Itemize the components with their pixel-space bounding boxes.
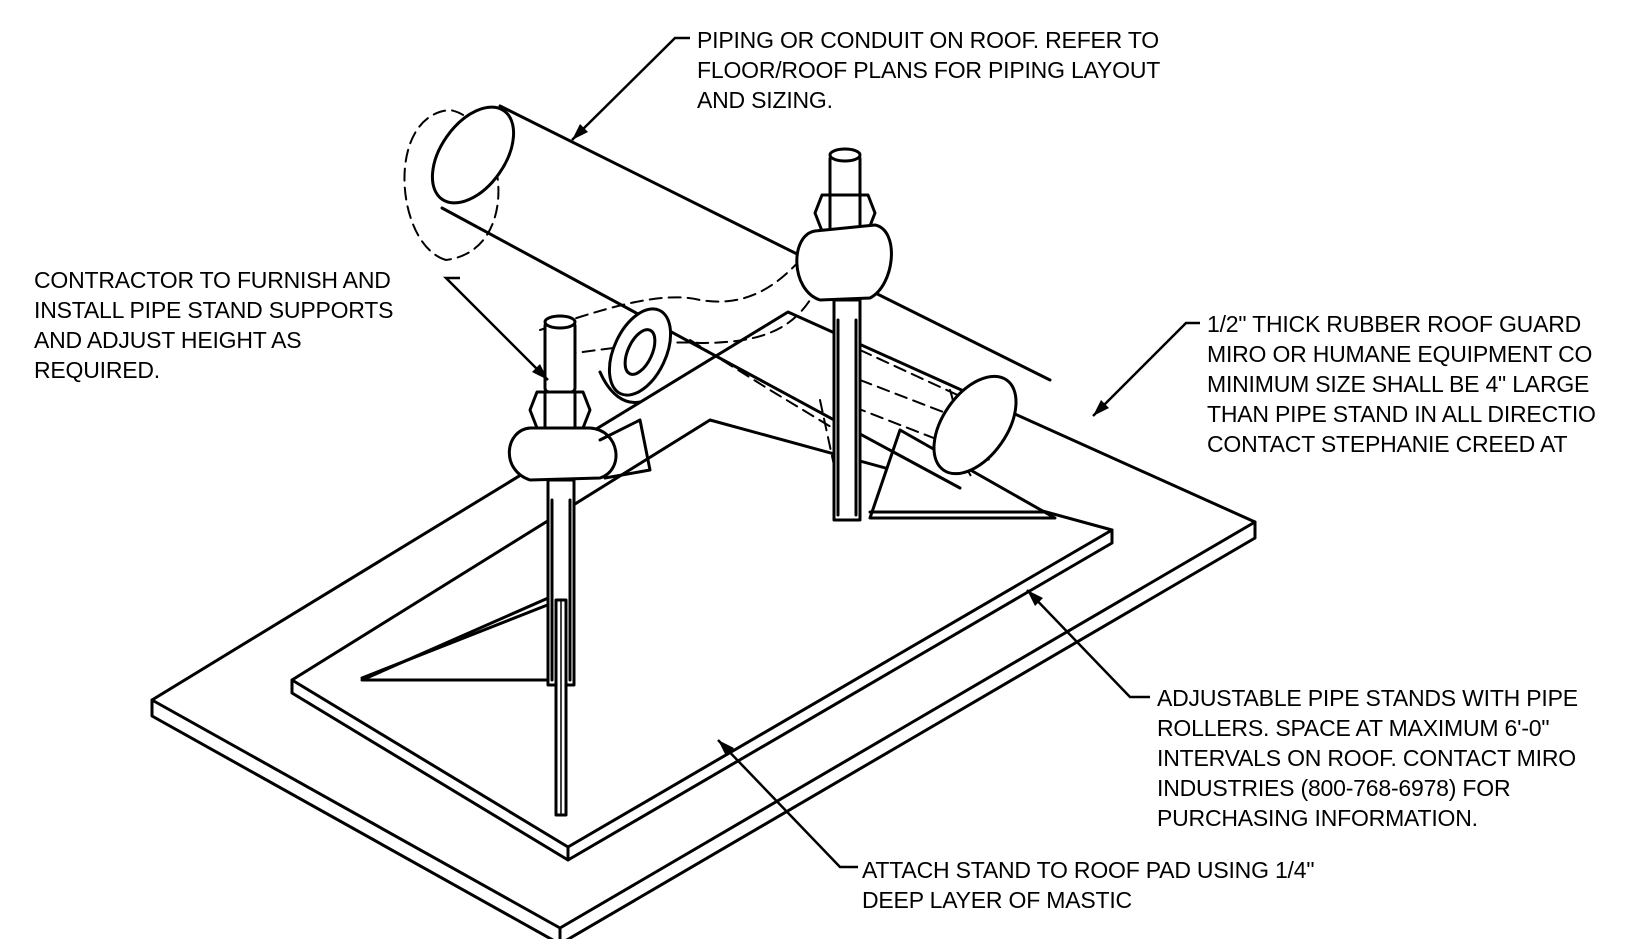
leader-mastic bbox=[717, 739, 858, 869]
note-roof-guard-line: CONTACT STEPHANIE CREED AT bbox=[1207, 431, 1568, 457]
leader-piping bbox=[571, 36, 690, 141]
note-contractor: CONTRACTOR TO FURNISH AND INSTALL PIPE S… bbox=[34, 265, 393, 385]
note-mastic-line: DEEP LAYER OF MASTIC bbox=[862, 887, 1132, 913]
note-roof-guard-line: THAN PIPE STAND IN ALL DIRECTIO bbox=[1207, 401, 1596, 427]
note-piping-line: AND SIZING. bbox=[697, 87, 833, 113]
note-piping: PIPING OR CONDUIT ON ROOF. REFER TO FLOO… bbox=[697, 25, 1160, 115]
note-contractor-line: INSTALL PIPE STAND SUPPORTS bbox=[34, 297, 394, 323]
note-roof-guard-line: MIRO OR HUMANE EQUIPMENT CO bbox=[1207, 341, 1593, 367]
leader-pipe-stands bbox=[1026, 589, 1150, 699]
note-pipe-stands-line: INDUSTRIES (800-768-6978) FOR bbox=[1157, 775, 1511, 801]
note-piping-line: PIPING OR CONDUIT ON ROOF. REFER TO bbox=[697, 27, 1159, 53]
note-mastic: ATTACH STAND TO ROOF PAD USING 1/4" DEEP… bbox=[862, 855, 1314, 915]
note-mastic-line: ATTACH STAND TO ROOF PAD USING 1/4" bbox=[862, 857, 1315, 883]
note-pipe-stands-line: PURCHASING INFORMATION. bbox=[1157, 805, 1478, 831]
note-roof-guard-line: MINIMUM SIZE SHALL BE 4" LARGE bbox=[1207, 371, 1590, 397]
roof-pipe bbox=[430, 104, 1052, 490]
note-roof-guard-line: 1/2" THICK RUBBER ROOF GUARD bbox=[1207, 311, 1582, 337]
note-piping-line: FLOOR/ROOF PLANS FOR PIPING LAYOUT bbox=[697, 57, 1161, 83]
note-pipe-stands-line: INTERVALS ON ROOF. CONTACT MIRO bbox=[1157, 745, 1576, 771]
threaded-rod-right bbox=[795, 147, 893, 522]
note-pipe-stands: ADJUSTABLE PIPE STANDS WITH PIPE ROLLERS… bbox=[1157, 683, 1578, 833]
leader-roof-guard bbox=[1092, 321, 1200, 417]
note-roof-guard: 1/2" THICK RUBBER ROOF GUARD MIRO OR HUM… bbox=[1207, 309, 1596, 459]
threaded-rod-left bbox=[507, 314, 652, 817]
leader-lines bbox=[442, 36, 1200, 869]
note-contractor-line: CONTRACTOR TO FURNISH AND bbox=[34, 267, 391, 293]
leader-contractor bbox=[442, 276, 549, 381]
note-pipe-stands-line: ADJUSTABLE PIPE STANDS WITH PIPE bbox=[1157, 685, 1578, 711]
note-pipe-stands-line: ROLLERS. SPACE AT MAXIMUM 6'-0" bbox=[1157, 715, 1550, 741]
leader-arrowheads bbox=[532, 124, 1109, 756]
note-contractor-line: REQUIRED. bbox=[34, 357, 160, 383]
pipe-roller bbox=[598, 307, 673, 405]
note-contractor-line: AND ADJUST HEIGHT AS bbox=[34, 327, 302, 353]
